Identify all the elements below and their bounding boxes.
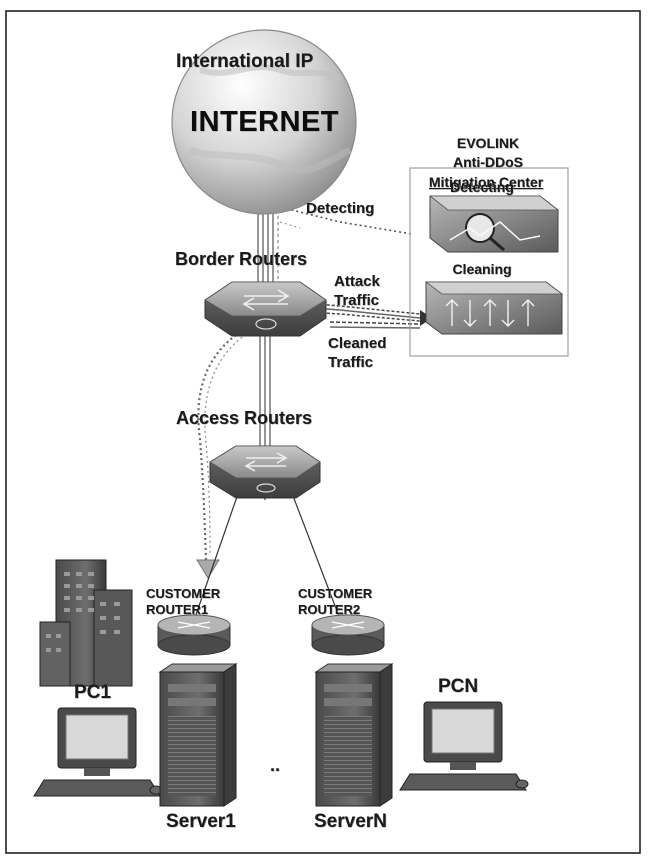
servern-label: ServerN (314, 811, 387, 832)
building-icon (39, 559, 133, 687)
cleaned-traffic-to-customer (197, 331, 241, 561)
trunk-link-border-access (259, 320, 271, 446)
access-routers-label: Access Routers (176, 408, 313, 428)
detecting-link (271, 204, 413, 235)
customer-router2-label-2: ROUTER2 (298, 602, 361, 617)
border-routers-label: Border Routers (175, 249, 308, 269)
internet-globe-icon (171, 29, 357, 215)
mitigation-center-title-3: Mitigation Center (428, 174, 544, 190)
cleaned-traffic-label-2: Traffic (328, 354, 374, 371)
border-router-icon (204, 281, 327, 337)
ellipsis-label: .. (270, 755, 281, 775)
customer-router1-icon (157, 614, 231, 656)
detecting-appliance-icon (428, 195, 560, 253)
detecting-link-2 (279, 221, 301, 229)
outer-border (5, 10, 641, 854)
server1-label: Server1 (166, 811, 236, 832)
customer-router1-label-2: ROUTER1 (146, 602, 209, 617)
link-access-customer1 (189, 487, 241, 633)
internet-label: INTERNET (190, 106, 339, 138)
customer-router2-label-1: CUSTOMER (298, 586, 373, 601)
cleaned-traffic-to-customer-2 (204, 333, 247, 556)
cleaned-traffic-label-1: Cleaned (328, 335, 387, 352)
detecting-box-label: Detecting (450, 179, 514, 195)
cleaning-box-label: Cleaning (452, 261, 512, 277)
customer-arrow (196, 559, 220, 579)
customer-router2-icon (311, 614, 385, 656)
access-router-icon (209, 445, 321, 499)
detecting-link-label: Detecting (306, 200, 375, 217)
mitigation-center-title-1: EVOLINK (456, 135, 520, 151)
pcn-label: PCN (438, 676, 479, 697)
customer-router1-label-1: CUSTOMER (146, 586, 221, 601)
pc1-label: PC1 (74, 682, 111, 703)
attack-traffic-label-1: Attack (334, 273, 380, 290)
servern-icon (314, 663, 394, 807)
pcn-computer-icon (399, 701, 529, 791)
pc1-computer-icon (33, 707, 163, 797)
cleaned-traffic-link (329, 321, 421, 329)
international-ip-label: International IP (176, 51, 314, 72)
server1-icon (158, 663, 238, 807)
cleaning-appliance-icon (424, 281, 564, 335)
mitigation-center-title-2: Anti-DDoS (453, 154, 523, 170)
link-access-customer2 (289, 487, 346, 633)
mitigation-center-frame (409, 167, 569, 357)
attack-traffic-label-2: Traffic (334, 292, 380, 309)
